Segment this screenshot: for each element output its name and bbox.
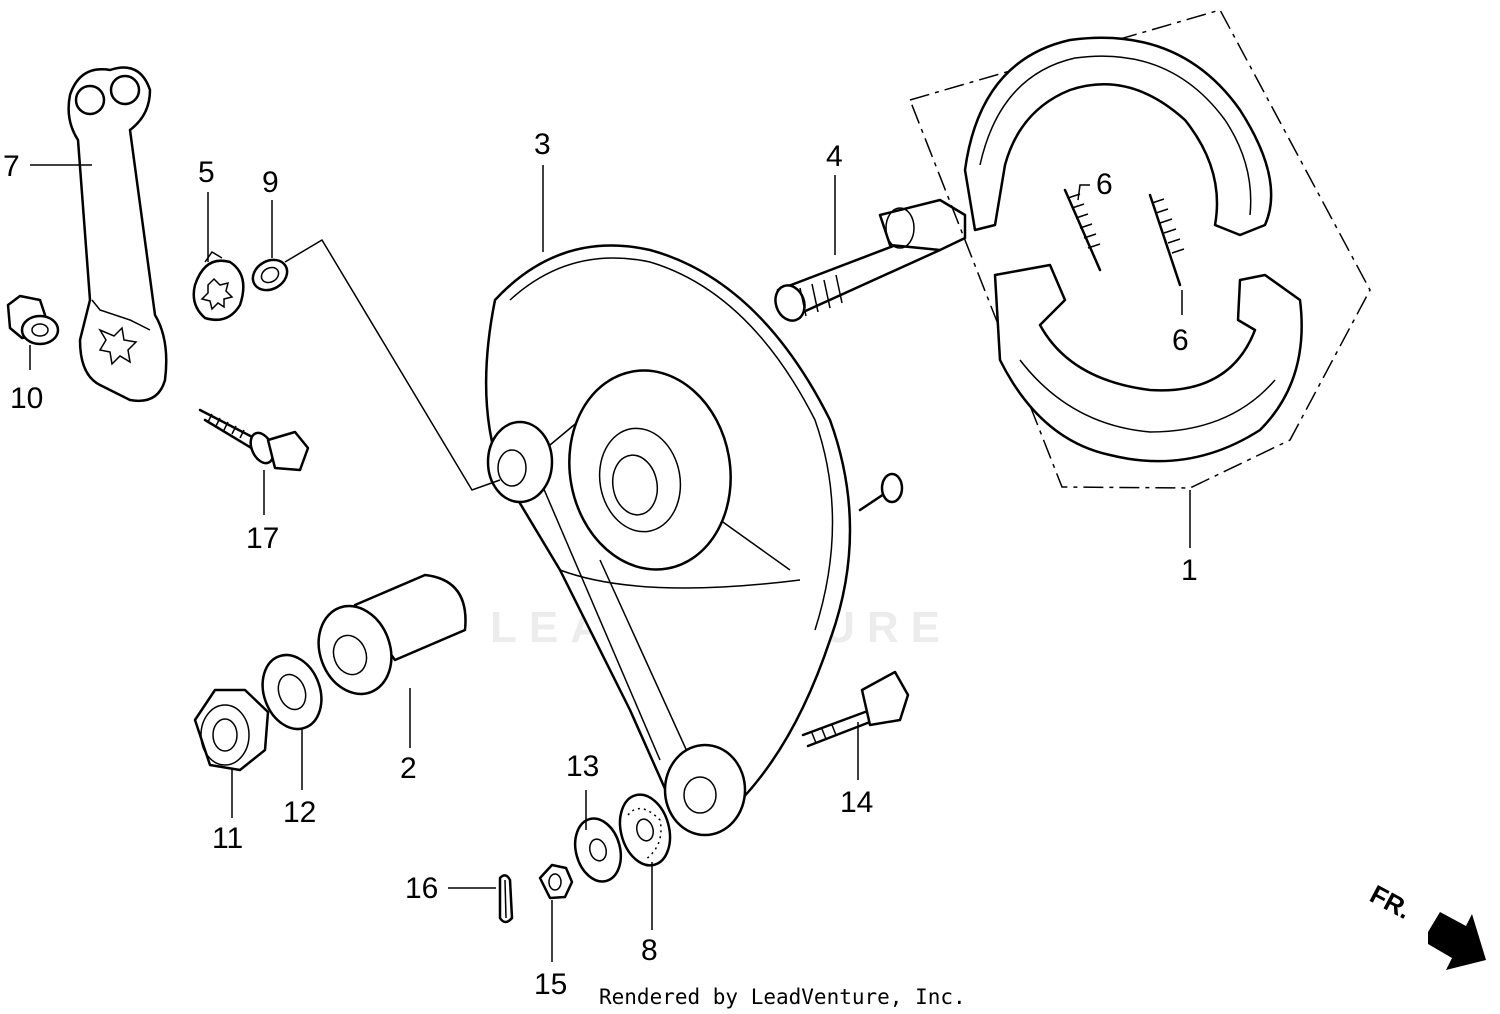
bolt-part-17[interactable] bbox=[198, 408, 310, 472]
callout-4: 4 bbox=[826, 140, 843, 173]
callout-15: 15 bbox=[534, 968, 567, 1001]
collar-part[interactable] bbox=[307, 573, 467, 704]
callout-11: 11 bbox=[212, 822, 243, 855]
credit-text: Rendered by LeadVenture, Inc. bbox=[599, 985, 966, 1009]
cotter-pin-part[interactable] bbox=[498, 874, 514, 924]
callout-16: 16 bbox=[405, 872, 438, 905]
lock-nut-part[interactable] bbox=[538, 863, 574, 900]
callout-13: 13 bbox=[566, 750, 599, 783]
callout-8: 8 bbox=[641, 934, 658, 967]
arrow-icon bbox=[1428, 912, 1486, 970]
callout-14: 14 bbox=[840, 786, 873, 819]
washer-part-13[interactable] bbox=[568, 813, 627, 886]
nut-part-10[interactable] bbox=[6, 294, 60, 346]
callout-3: 3 bbox=[534, 128, 551, 161]
leader-lines bbox=[29, 164, 1191, 962]
leader-line-seal bbox=[284, 238, 501, 491]
callout-10: 10 bbox=[10, 382, 43, 415]
direction-label: FR. bbox=[1365, 879, 1416, 925]
callout-2: 2 bbox=[400, 752, 417, 785]
callout-6b: 6 bbox=[1172, 324, 1189, 357]
axle-nut-part[interactable] bbox=[193, 688, 270, 772]
callout-6a: 6 bbox=[1096, 168, 1113, 201]
brake-panel-part[interactable] bbox=[484, 244, 904, 837]
callout-1: 1 bbox=[1181, 554, 1198, 587]
callout-7: 7 bbox=[3, 150, 20, 183]
brake-cam-part[interactable] bbox=[771, 198, 967, 325]
bolt-part-14[interactable] bbox=[801, 670, 910, 748]
callout-9: 9 bbox=[262, 166, 279, 199]
brake-arm-part[interactable] bbox=[67, 66, 168, 403]
indicator-plate-part[interactable] bbox=[192, 250, 245, 322]
callout-12: 12 bbox=[283, 796, 316, 829]
callout-17: 17 bbox=[246, 522, 279, 555]
callout-5: 5 bbox=[198, 156, 215, 189]
brake-shoe-part[interactable] bbox=[909, 9, 1371, 489]
rubber-washer-part[interactable] bbox=[613, 789, 678, 871]
washer-part-12[interactable] bbox=[253, 647, 332, 738]
front-direction-indicator: FR. bbox=[1365, 879, 1486, 970]
seal-ring-part[interactable] bbox=[247, 254, 292, 296]
